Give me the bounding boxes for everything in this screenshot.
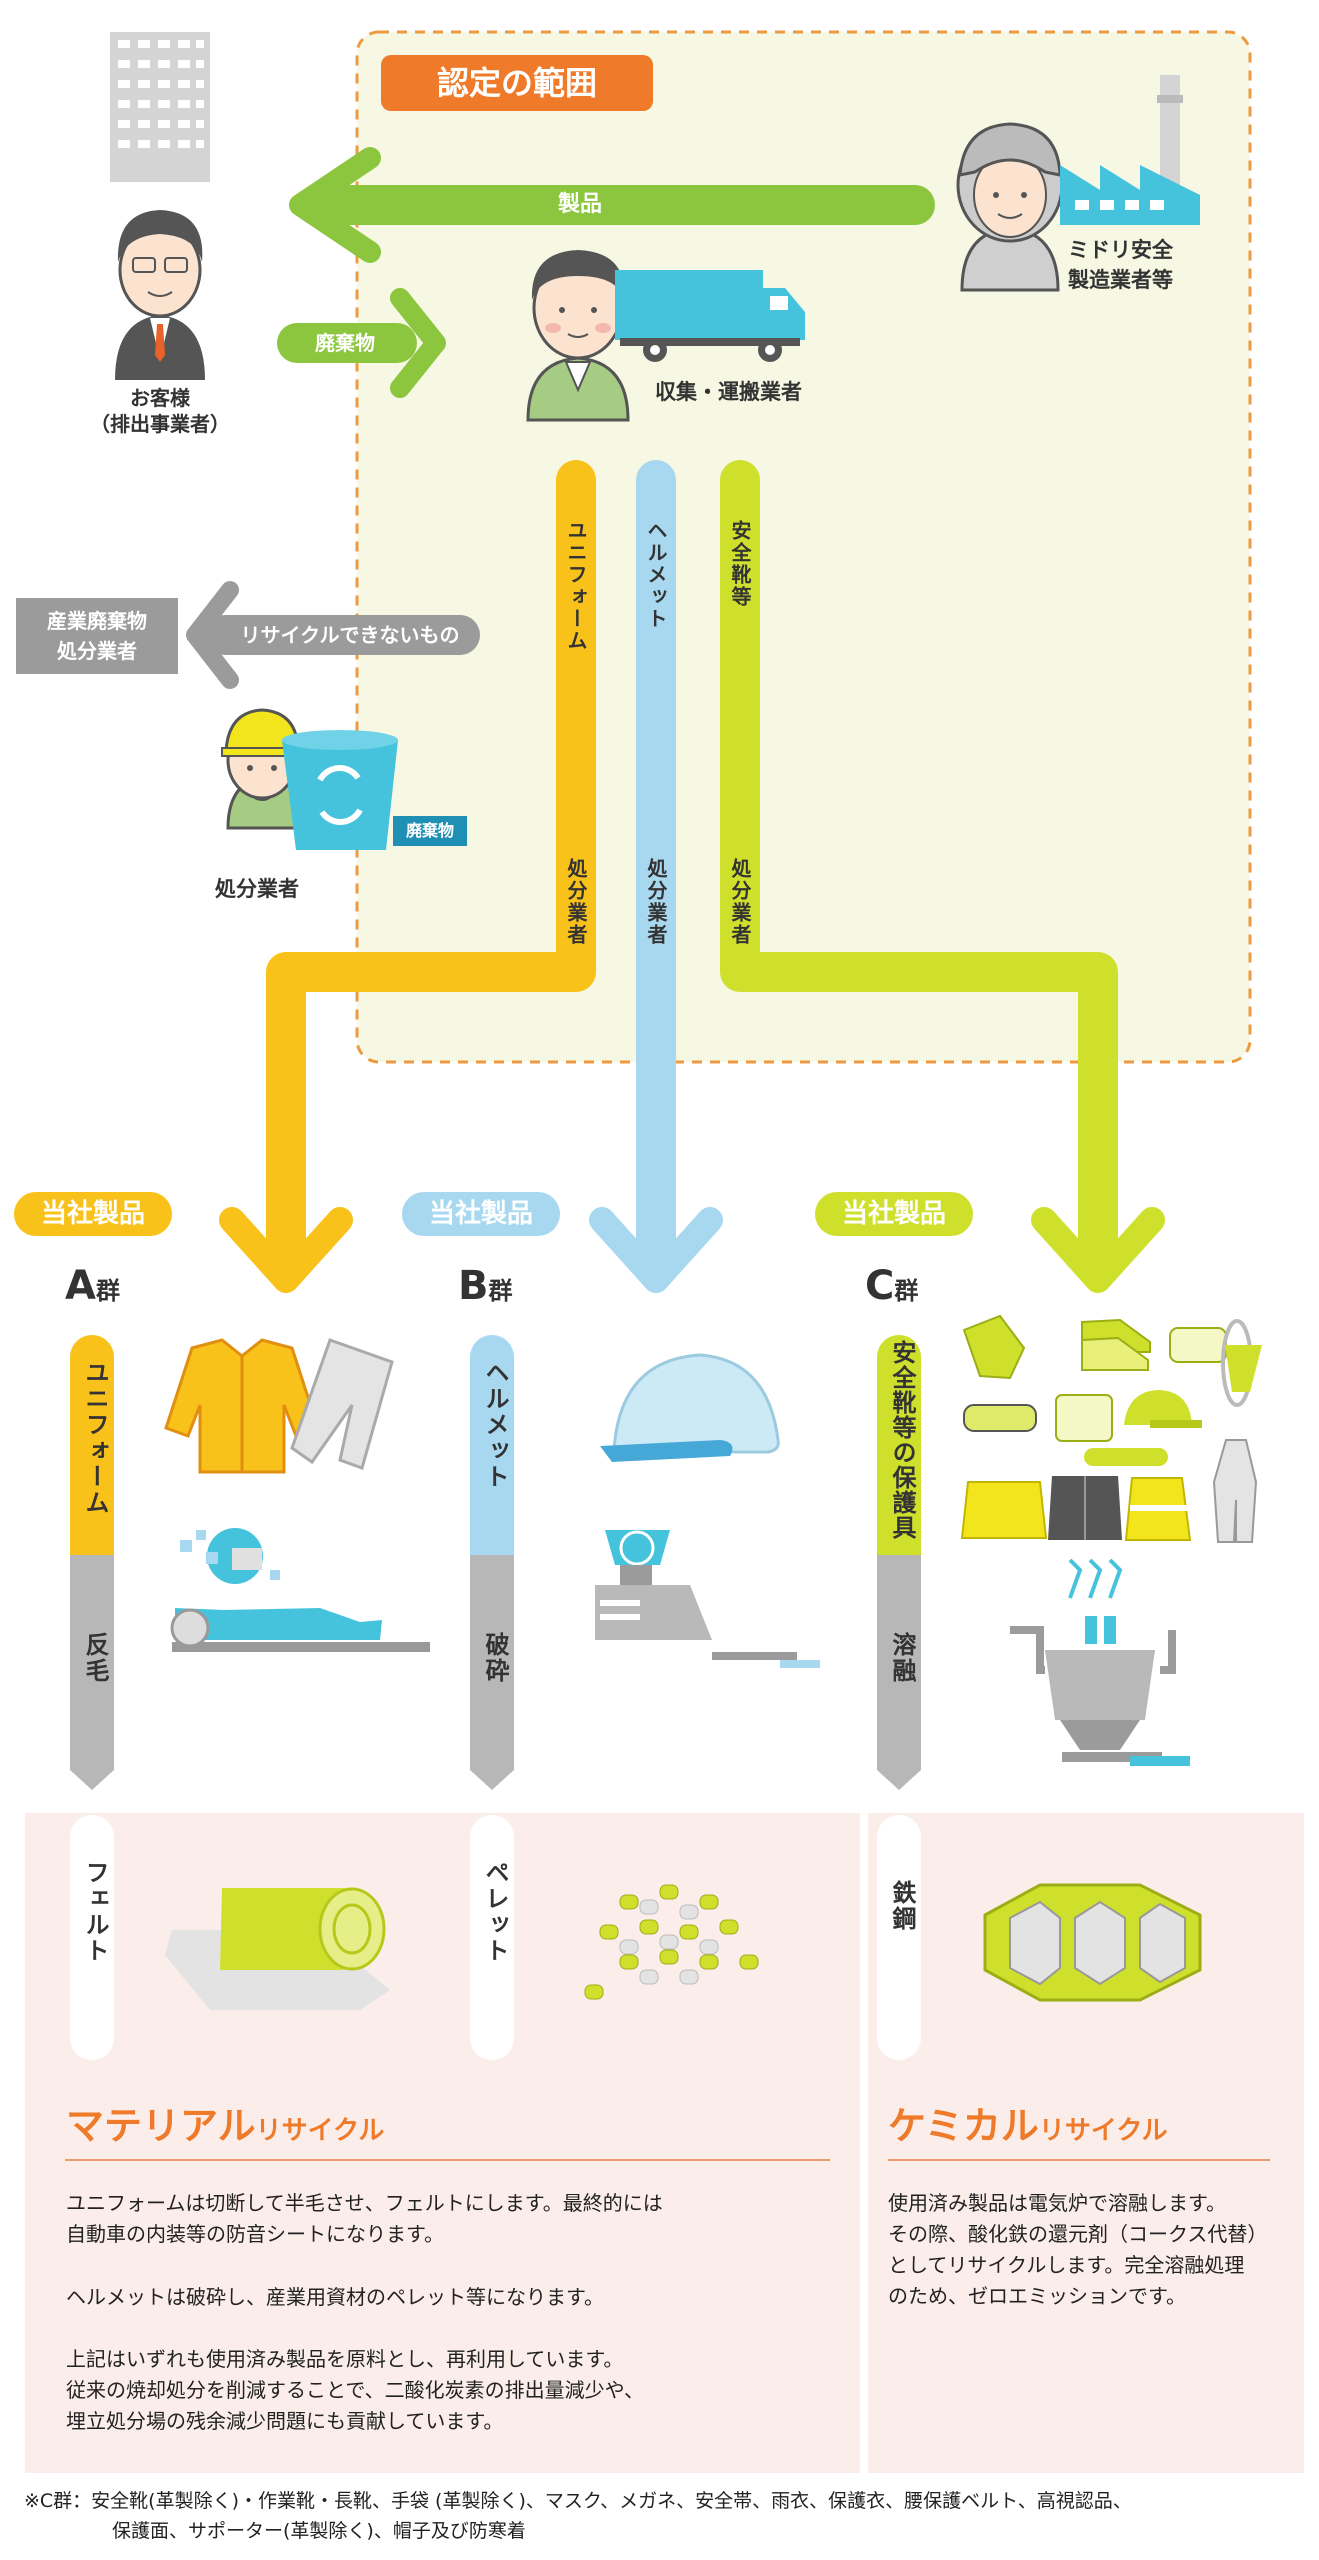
group-b-badge: 当社製品: [402, 1192, 560, 1236]
maker-label-line1: ミドリ安全: [1068, 238, 1173, 262]
disposer-label: 処分業者: [215, 877, 299, 901]
industrial-waste-line1: 産業廃棄物: [47, 609, 147, 633]
transporter-label: 収集・運搬業者: [655, 380, 802, 404]
footnote-line2: 保護面、サポーター(革製除く)、帽子及び防寒着: [112, 2520, 526, 2542]
non-recyclable-label: リサイクルできないもの: [240, 623, 460, 647]
chemical-title-big: ケミカル: [888, 2104, 1039, 2148]
belt-icon: [1084, 1448, 1168, 1466]
customer-avatar-icon: [115, 210, 205, 380]
face-shield-icon: [1055, 1394, 1113, 1442]
customer-label-line1: お客様: [130, 386, 190, 410]
felt-roll-icon: [165, 1887, 390, 2010]
helmet-stream: [589, 460, 723, 1293]
group-b-output: ペレット: [481, 1860, 509, 1964]
group-a-output: フェルト: [81, 1860, 109, 1964]
helmet-disposer-label: 処分業者: [644, 858, 668, 946]
product-arrow-label: 製品: [557, 192, 602, 217]
group-b-item: ヘルメット: [481, 1360, 509, 1490]
industrial-waste-line2: 処分業者: [57, 639, 137, 663]
group-a-badge: 当社製品: [14, 1192, 172, 1236]
footnote-line1: ※C群：安全靴(革製除く)・作業靴・長靴、手袋 (革製除く)、マスク、メガネ、安…: [24, 2490, 1132, 2512]
group-b-letter: B: [458, 1263, 489, 1309]
group-a-process: 反毛: [81, 1632, 109, 1684]
steel-icon: [983, 1883, 1202, 2002]
uniform-disposer-label: 処分業者: [564, 858, 588, 946]
recycle-bin-icon: [282, 730, 467, 850]
scope-title: 認定の範囲: [381, 55, 653, 111]
group-a-heading: A群: [65, 1262, 120, 1315]
customer-label: お客様 （排出事業者）: [80, 385, 240, 437]
non-recyclable-arrow: [186, 581, 480, 689]
fiber-machine-icon: [170, 1528, 430, 1652]
material-para3: 上記はいずれも使用済み製品を原料とし、再利用しています。 従来の焼却処分を削減す…: [66, 2347, 644, 2433]
cap-icon: [1124, 1390, 1202, 1428]
material-title-small: リサイクル: [255, 2116, 385, 2146]
group-b-heading: B群: [458, 1262, 513, 1315]
group-b-process: 破砕: [481, 1632, 509, 1684]
shoes-disposer-label: 処分業者: [728, 858, 752, 946]
chemical-para1: 使用済み製品は電気炉で溶融します。 その際、酸化鉄の還元剤（コークス代替） とし…: [888, 2191, 1268, 2308]
chemical-title: ケミカルリサイクル: [888, 2098, 1168, 2162]
group-c-output: 鉄鋼: [888, 1880, 916, 1932]
vest-icon: [1124, 1477, 1192, 1541]
pants-icon: [290, 1338, 394, 1470]
uniform-stream-label: ユニフォーム: [564, 520, 588, 652]
pellets-icon: [584, 1884, 759, 2000]
goggles-icon: [963, 1404, 1037, 1432]
shoes-icon: [1081, 1318, 1151, 1371]
helmet-stream-label: ヘルメット: [644, 520, 668, 630]
footnote: ※C群：安全靴(革製除く)・作業靴・長靴、手袋 (革製除く)、マスク、メガネ、安…: [24, 2486, 1314, 2546]
transporter-avatar-icon: [526, 250, 630, 422]
waste-arrow: [277, 288, 446, 398]
uniform-stream: [219, 460, 596, 1293]
mask-icon: [1169, 1327, 1227, 1363]
gloves-icon: [962, 1314, 1026, 1380]
group-b-bar: [470, 1335, 514, 2060]
material-title-big: マテリアル: [66, 2104, 256, 2148]
group-c-badge: 当社製品: [815, 1192, 973, 1236]
bin-label: 廃棄物: [405, 821, 454, 840]
raincoat-icon: [960, 1481, 1048, 1539]
product-arrow: [289, 147, 935, 263]
group-a-suffix: 群: [95, 1277, 120, 1305]
chemical-title-small: リサイクル: [1038, 2116, 1168, 2146]
harness-icon: [1221, 1319, 1262, 1407]
group-c-item: 安全靴等の保護具: [888, 1340, 916, 1540]
group-c-process: 溶融: [888, 1632, 916, 1684]
group-c-bar: [877, 1335, 921, 2060]
group-c-suffix: 群: [894, 1277, 919, 1305]
shoes-stream-label: 安全靴等: [728, 520, 752, 608]
material-para1: ユニフォームは切断して半毛させ、フェルトにします。最終的には 自動車の内装等の防…: [66, 2191, 663, 2246]
group-a-bar: [70, 1335, 114, 2060]
crusher-machine-icon: [595, 1530, 820, 1668]
jacket-icon: [164, 1338, 320, 1474]
shoes-stream: [720, 460, 1165, 1293]
maker-label: ミドリ安全 製造業者等: [1068, 235, 1173, 295]
maker-avatar-icon: [956, 122, 1064, 292]
jacket-dark-icon: [1048, 1476, 1122, 1540]
customer-label-line2: （排出事業者）: [90, 412, 230, 436]
group-c-letter: C: [865, 1263, 895, 1309]
industrial-waste-box: 産業廃棄物 処分業者: [16, 598, 178, 674]
group-a-letter: A: [65, 1263, 96, 1309]
helmet-icon: [600, 1353, 780, 1462]
group-c-heading: C群: [865, 1262, 918, 1315]
group-b-suffix: 群: [488, 1277, 513, 1305]
maker-label-line2: 製造業者等: [1068, 268, 1173, 292]
group-a-item: ユニフォーム: [81, 1360, 109, 1516]
protective-suit-icon: [1212, 1439, 1258, 1543]
truck-icon: [615, 270, 805, 362]
furnace-icon: [1010, 1558, 1190, 1766]
factory-icon: [1060, 75, 1200, 225]
building-icon: [110, 32, 210, 182]
material-para2: ヘルメットは破砕し、産業用資材のペレット等になります。: [66, 2285, 604, 2309]
material-title: マテリアルリサイクル: [66, 2098, 384, 2162]
waste-arrow-label: 廃棄物: [315, 331, 375, 355]
